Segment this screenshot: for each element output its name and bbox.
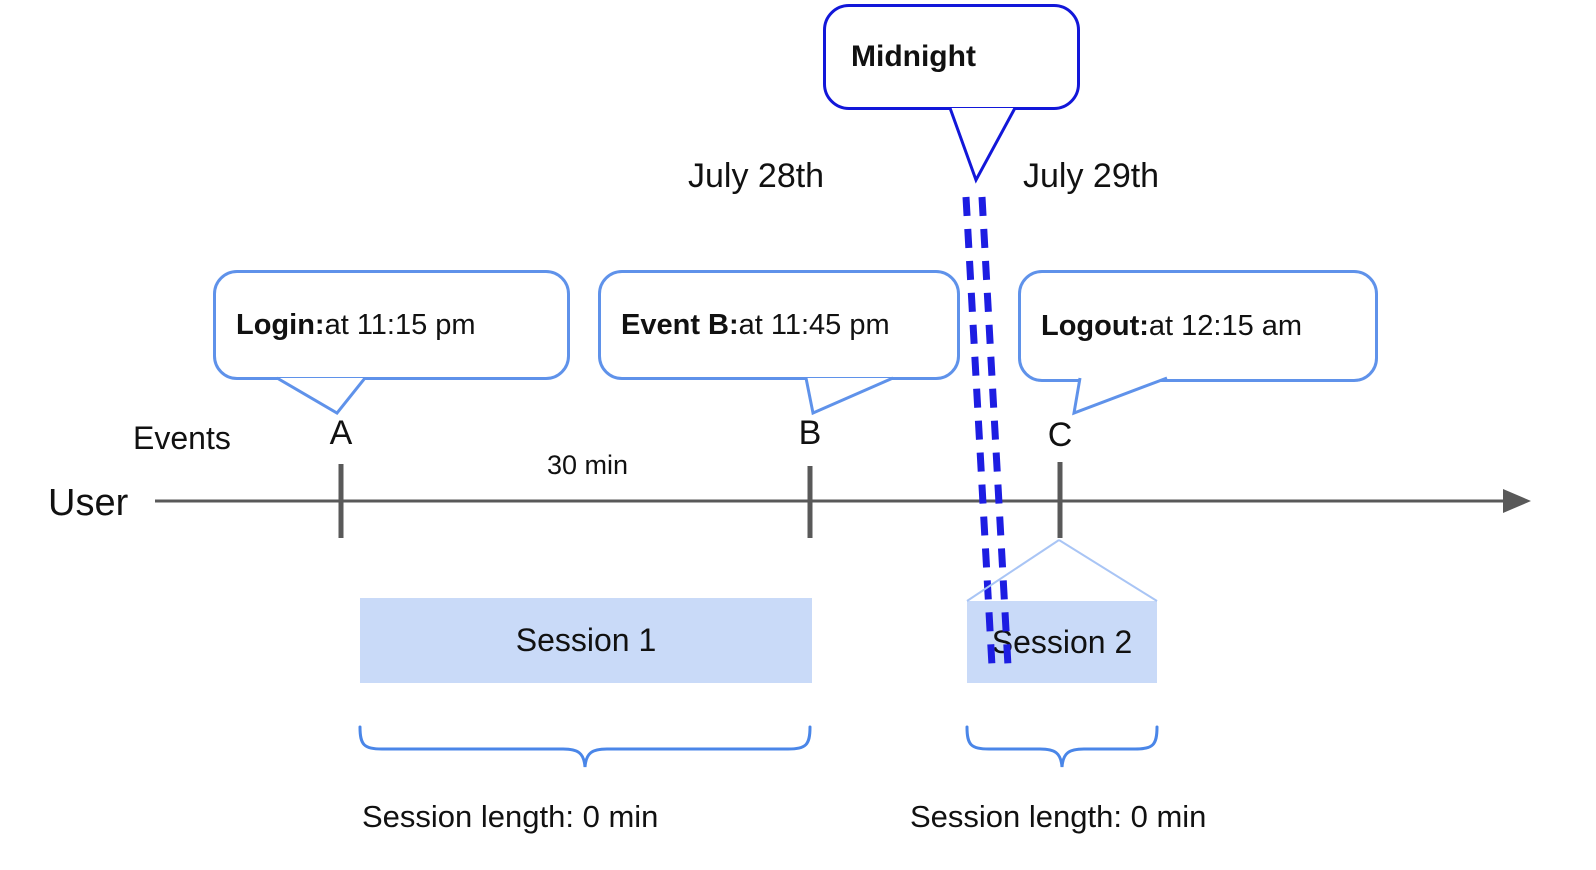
events-row-label: Events <box>133 420 231 456</box>
login-callout: Login: at 11:15 pm <box>213 270 570 380</box>
date-label-july-28: July 28th <box>688 157 825 195</box>
midnight-divider-dashed-line-left <box>962 196 996 667</box>
midnight-divider-dashed-line-right <box>978 196 1012 667</box>
logout-callout: Logout: at 12:15 am <box>1018 270 1378 382</box>
midnight-callout-label: Midnight <box>851 40 976 73</box>
event-b-callout-tail <box>804 376 894 416</box>
interval-label-30min: 30 min <box>547 450 629 480</box>
logout-callout-tail <box>1072 376 1168 416</box>
logout-callout-detail: at 12:15 am <box>1148 309 1303 342</box>
event-marker-a: A <box>329 414 353 452</box>
login-callout-detail: at 11:15 pm <box>324 308 476 341</box>
timeline-arrowhead-icon <box>1503 489 1531 513</box>
event-marker-b: B <box>798 414 822 452</box>
session-1-length-brace <box>358 725 812 768</box>
logout-callout-title: Logout: <box>1041 309 1149 342</box>
session-1-length-label: Session length: 0 min <box>362 799 659 834</box>
date-label-july-29: July 29th <box>1023 157 1160 195</box>
midnight-callout-tail <box>948 107 1017 184</box>
session-2-roof-line-right <box>1058 539 1158 602</box>
login-callout-tail <box>276 376 367 415</box>
session-1-block: Session 1 <box>360 598 812 683</box>
user-row-label: User <box>48 482 129 524</box>
event-b-callout-detail: at 11:45 pm <box>738 308 890 341</box>
event-b-callout: Event B: at 11:45 pm <box>598 270 960 380</box>
session-1-label: Session 1 <box>515 622 657 658</box>
event-b-callout-title: Event B: <box>621 308 739 341</box>
login-callout-title: Login: <box>236 308 325 341</box>
event-marker-c: C <box>1047 416 1073 454</box>
session-2-block: Session 2 <box>967 601 1157 683</box>
midnight-callout: Midnight <box>823 4 1080 110</box>
session-2-roof-line-left <box>966 539 1060 602</box>
session-2-label: Session 2 <box>991 623 1133 660</box>
session-2-length-brace <box>965 725 1159 768</box>
session-2-length-label: Session length: 0 min <box>910 799 1207 834</box>
